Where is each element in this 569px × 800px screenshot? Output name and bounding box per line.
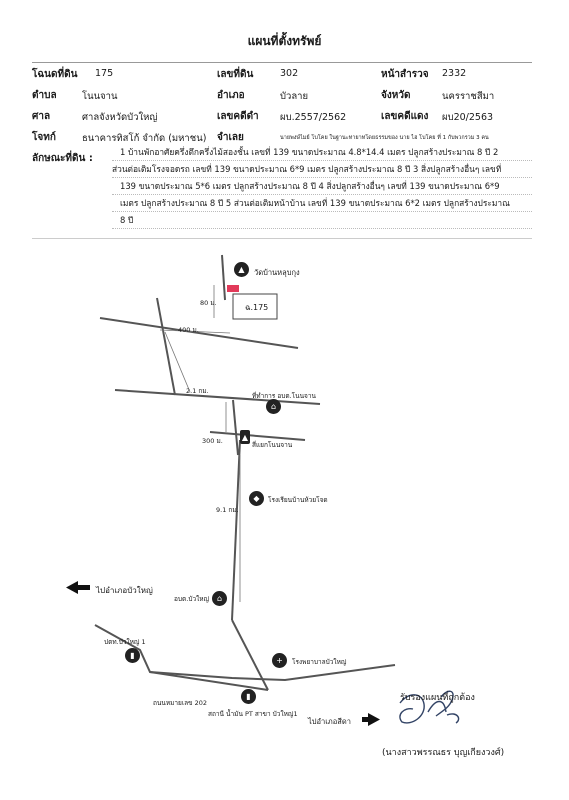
distance-label: 80 ม. xyxy=(200,299,217,307)
to-buayai-arrow xyxy=(66,581,90,594)
gas-station-icon: ▮ xyxy=(241,689,256,704)
signer-name: (นางสาวพรรณธร บุญเกียงวงศ์) xyxy=(382,748,505,758)
school-label: โรงเรียนบ้านห้วยโจด xyxy=(268,496,328,504)
distance-arrow xyxy=(164,331,191,393)
court-value: ศาลจังหวัดบัวใหญ่ xyxy=(82,112,158,123)
destination-label: ไปอำเภอสีดา xyxy=(308,717,351,726)
description-line-5: 8 ปี xyxy=(120,215,134,225)
road xyxy=(114,389,321,405)
dotted-line xyxy=(112,228,532,230)
road xyxy=(232,399,239,456)
sao-label: อบต.บัวใหญ่ xyxy=(174,595,210,603)
road xyxy=(221,254,226,301)
court-label: ศาล xyxy=(32,111,51,122)
district-label: อำเภอ xyxy=(217,90,245,101)
land-plot-box xyxy=(232,293,278,320)
road xyxy=(149,671,269,691)
destination-label: ไปอำเภอบัวใหญ่ xyxy=(96,586,153,595)
dotted-line xyxy=(112,211,532,213)
deed-label: โฉนดที่ดิน xyxy=(32,69,78,80)
plaintiff-value: ธนาคารทิสโก้ จำกัด (มหาชน) xyxy=(82,133,207,144)
land-plot-marker xyxy=(227,285,239,292)
land-no-label: เลขที่ดิน xyxy=(217,69,254,80)
defendant-label: จำเลย xyxy=(217,132,244,143)
survey-label: หน้าสำรวจ xyxy=(381,69,429,80)
plot-label: ฉ.175 xyxy=(245,303,269,312)
description-line-2: ส่วนต่อเติมโรงจอดรถ เลขที่ 139 ขนาดประมา… xyxy=(112,164,502,174)
survey-value: 2332 xyxy=(442,68,467,79)
school-icon: ◆ xyxy=(249,491,264,506)
defendant-value: นายพงษ์ไมย์ โบโคย ในฐานะทายาทโดยธรรมของ … xyxy=(280,135,489,141)
road xyxy=(231,439,241,621)
distance-label: 9.1 กม. xyxy=(216,506,239,514)
subdistrict-value: โนนจาน xyxy=(82,91,118,102)
province-value: นครราชสีมา xyxy=(442,91,495,102)
ptt-label: ปตท.บัวใหญ่ 1 xyxy=(104,638,146,646)
temple-label: วัดบ้านหลุบกุง xyxy=(254,268,300,277)
nature-label: ลักษณะที่ดิน : xyxy=(32,153,93,164)
government-office-icon: ⌂ xyxy=(212,591,227,606)
district-value: บัวลาย xyxy=(280,91,309,102)
distance-arrow xyxy=(159,329,231,334)
header-divider xyxy=(32,62,532,63)
description-line-1: 1 บ้านพักอาศัยครึ่งตึกครึ่งไม้สองชั้น เล… xyxy=(120,147,499,157)
road xyxy=(209,431,306,441)
hospital-icon: + xyxy=(272,653,287,668)
red-case-value: ผบ20/2563 xyxy=(442,112,494,123)
subdistrict-label: ตำบล xyxy=(32,90,57,101)
description-line-3: 139 ขนาดประมาณ 5*6 เมตร ปลูกสร้างประมาณ … xyxy=(120,181,500,191)
temple-icon: ▲ xyxy=(234,262,249,277)
office-label: ที่ทำการ อบต.โนนจาน xyxy=(252,392,316,400)
plaintiff-label: โจทก์ xyxy=(32,132,56,143)
red-case-label: เลขคดีแดง xyxy=(381,111,429,122)
dotted-line xyxy=(112,194,532,196)
road xyxy=(156,297,176,396)
province-label: จังหวัด xyxy=(381,90,411,101)
section-divider xyxy=(32,238,532,239)
gas-station-icon: ▮ xyxy=(125,648,140,663)
person-icon: ▲ xyxy=(240,430,250,444)
dotted-line xyxy=(112,177,532,179)
highway-label: ถนนหมายเลข 202 xyxy=(153,699,207,707)
station-label: สถานี น้ำมัน PT สาขา บัวใหญ่1 xyxy=(208,710,298,718)
road xyxy=(231,619,269,691)
deed-value: 175 xyxy=(95,68,114,79)
dotted-line xyxy=(112,160,532,162)
to-sida-arrow xyxy=(362,713,380,726)
certify-text: รับรองแผนที่ถูกต้อง xyxy=(400,693,475,703)
distance-label: 300 ม. xyxy=(202,437,223,445)
road xyxy=(94,624,396,682)
page-title: แผนที่ตั้งทรัพย์ xyxy=(247,34,322,48)
black-case-label: เลขคดีดำ xyxy=(217,111,259,122)
government-office-icon: ⌂ xyxy=(266,399,281,414)
hospital-label: โรงพยาบาลบัวใหญ่ xyxy=(292,658,347,666)
black-case-value: ผบ.2557/2562 xyxy=(280,112,347,123)
land-no-value: 302 xyxy=(280,68,299,79)
signature-mark xyxy=(399,690,460,724)
distance-label: 2.1 กม. xyxy=(186,387,209,395)
junction-label: สี่แยกโนนจาน xyxy=(252,441,293,449)
distance-label: 400 ม. xyxy=(178,326,199,334)
road xyxy=(99,317,299,349)
description-line-4: เมตร ปลูกสร้างประมาณ 8 ปี 5 ส่วนต่อเติมห… xyxy=(120,198,510,208)
